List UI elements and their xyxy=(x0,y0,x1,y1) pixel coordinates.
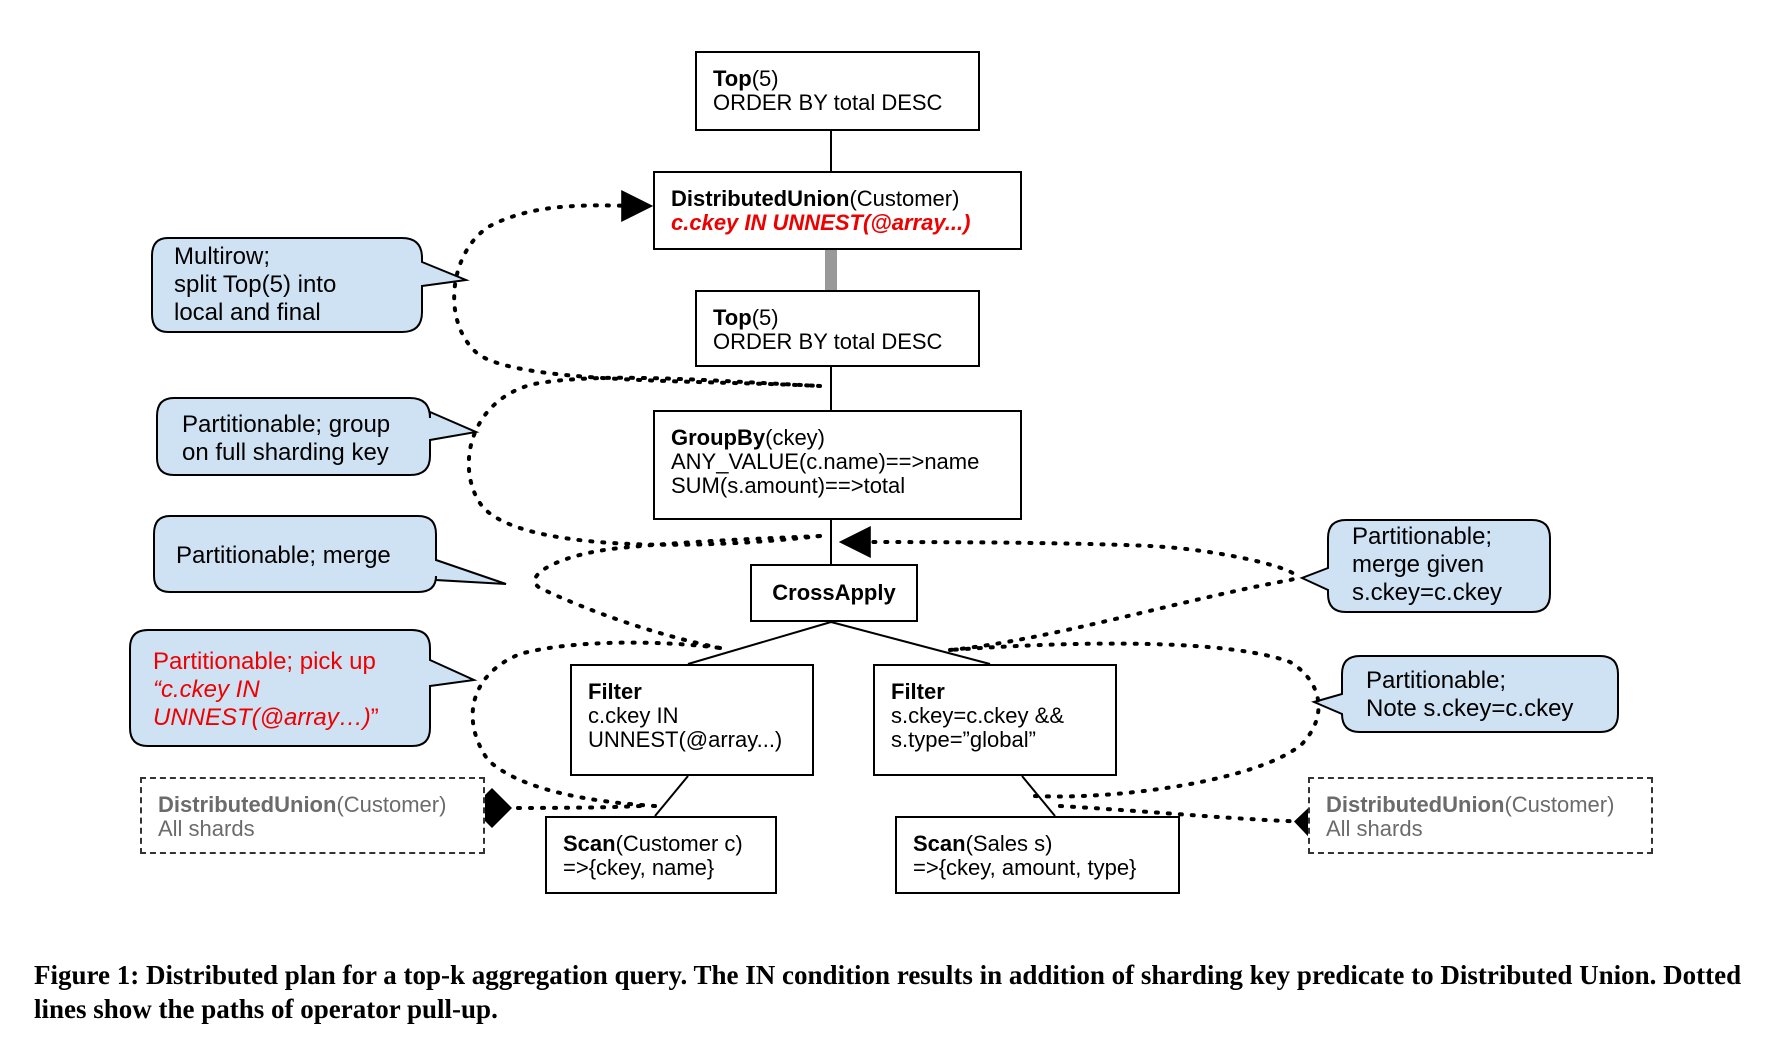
top-local-arg: (5) xyxy=(751,305,779,330)
callout-group-key-line2: on full sharding key xyxy=(182,439,389,466)
crossapply-op: CrossApply xyxy=(772,580,896,605)
pullup-path-du-left xyxy=(472,788,642,828)
callout-merge-given: Partitionable; merge given s.ckey=c.ckey xyxy=(1352,523,1502,607)
filter-left-op: Filter xyxy=(588,679,642,704)
callout-pickup-line2: “c.ckey IN xyxy=(153,676,260,703)
callout-merge: Partitionable; merge xyxy=(176,542,391,570)
pullup-path-groupby xyxy=(466,375,822,547)
callout-merge-given-line3: s.ckey=c.ckey xyxy=(1352,579,1503,606)
callout-bubble-note xyxy=(1311,655,1619,733)
edge-crossapply-to-filter-right xyxy=(830,621,991,665)
callout-bubble-merge xyxy=(153,515,507,593)
du-left-detail: All shards xyxy=(158,816,255,841)
du-right-arg: (Customer) xyxy=(1504,792,1615,817)
callout-multirow-line3: local and final xyxy=(174,299,321,326)
edge-crossapply-to-filter-left xyxy=(687,621,832,665)
filter-right-node: Filter s.ckey=c.ckey && s.type=”global” xyxy=(873,664,1117,776)
callout-merge-given-line2: merge given xyxy=(1352,551,1485,578)
pullup-path-left-scan xyxy=(470,640,722,808)
top-final-detail: ORDER BY total DESC xyxy=(713,90,943,115)
dist-union-arg: (Customer) xyxy=(849,186,960,211)
top-final-arg: (5) xyxy=(751,66,779,91)
top-final-node: Top(5) ORDER BY total DESC xyxy=(695,51,980,131)
callout-merge-line1: Partitionable; merge xyxy=(176,542,391,569)
diagram-connectors xyxy=(129,131,1619,842)
groupby-line2: ANY_VALUE(c.name)==>name xyxy=(671,449,980,474)
top-local-node: Top(5) ORDER BY total DESC xyxy=(695,290,980,367)
distributed-union-left-all-shards: DistributedUnion(Customer) All shards xyxy=(140,777,485,854)
filter-left-line3: UNNEST(@array...) xyxy=(588,727,783,752)
top-local-detail: ORDER BY total DESC xyxy=(713,329,943,354)
dist-union-predicate: c.ckey IN UNNEST(@array...) xyxy=(671,210,971,235)
pullup-path-right xyxy=(838,526,1298,652)
distributed-union-node: DistributedUnion(Customer) c.ckey IN UNN… xyxy=(653,171,1022,250)
callout-group-key: Partitionable; group on full sharding ke… xyxy=(182,411,390,467)
pullup-path-top xyxy=(452,189,822,388)
callout-bubble-group-key xyxy=(156,397,480,476)
callout-pickup-line3: UNNEST(@array…) xyxy=(153,704,371,731)
scan-right-node: Scan(Sales s) =>{ckey, amount, type} xyxy=(895,816,1180,894)
scan-right-detail: =>{ckey, amount, type} xyxy=(913,855,1137,880)
scan-left-op: Scan xyxy=(563,831,616,856)
callout-group-key-line1: Partitionable; group xyxy=(182,411,391,438)
top-local-op: Top xyxy=(713,305,752,330)
filter-right-line3: s.type=”global” xyxy=(891,727,1036,752)
top-final-op: Top xyxy=(713,66,752,91)
distributed-union-right-all-shards: DistributedUnion(Customer) All shards xyxy=(1308,777,1653,854)
du-left-arg: (Customer) xyxy=(336,792,447,817)
scan-left-detail: =>{ckey, name} xyxy=(563,855,715,880)
callout-note-line2: Note s.ckey=c.ckey xyxy=(1366,695,1574,722)
scan-right-arg: (Sales s) xyxy=(965,831,1053,856)
callout-multirow-line2: split Top(5) into xyxy=(174,271,337,298)
groupby-arg: (ckey) xyxy=(765,425,826,450)
groupby-op: GroupBy xyxy=(671,425,766,450)
callout-note: Partitionable; Note s.ckey=c.ckey xyxy=(1366,667,1573,723)
groupby-line3: SUM(s.amount)==>total xyxy=(671,473,906,498)
crossapply-node: CrossApply xyxy=(750,564,918,622)
pullup-path-merge xyxy=(532,534,822,650)
edge-filter-left-to-scan-left xyxy=(654,775,689,817)
callout-pickup-close-quote: ” xyxy=(370,704,379,731)
callout-pickup-line1: Partitionable; pick up xyxy=(153,648,376,675)
dist-union-op: DistributedUnion xyxy=(671,186,850,211)
callout-bubble-pickup xyxy=(129,629,478,747)
filter-right-line2: s.ckey=c.ckey && xyxy=(891,703,1065,728)
du-right-detail: All shards xyxy=(1326,816,1423,841)
callout-pickup: Partitionable; pick up “c.ckey IN UNNEST… xyxy=(153,648,379,732)
callout-bubble-merge-given xyxy=(1299,519,1551,613)
callout-multirow-line1: Multirow; xyxy=(174,243,271,270)
du-left-op: DistributedUnion xyxy=(158,792,337,817)
callout-bubble-multirow xyxy=(151,237,470,333)
scan-right-op: Scan xyxy=(913,831,966,856)
figure-caption: Figure 1: Distributed plan for a top-k a… xyxy=(34,960,1742,1024)
callout-note-line1: Partitionable; xyxy=(1366,667,1507,694)
groupby-node: GroupBy(ckey) ANY_VALUE(c.name)==>name S… xyxy=(653,410,1022,520)
scan-left-node: Scan(Customer c) =>{ckey, name} xyxy=(545,816,777,894)
pullup-path-du-right xyxy=(1058,802,1334,842)
filter-left-node: Filter c.ckey IN UNNEST(@array...) xyxy=(570,664,814,776)
callout-multirow: Multirow; split Top(5) into local and fi… xyxy=(174,243,336,327)
query-plan-diagram: Top(5) ORDER BY total DESC DistributedUn… xyxy=(129,51,1653,894)
scan-left-arg: (Customer c) xyxy=(615,831,743,856)
filter-left-line2: c.ckey IN xyxy=(588,703,679,728)
callout-merge-given-line1: Partitionable; xyxy=(1352,523,1493,550)
edge-union-to-local-top-thick xyxy=(825,250,837,290)
filter-right-op: Filter xyxy=(891,679,945,704)
du-right-op: DistributedUnion xyxy=(1326,792,1505,817)
